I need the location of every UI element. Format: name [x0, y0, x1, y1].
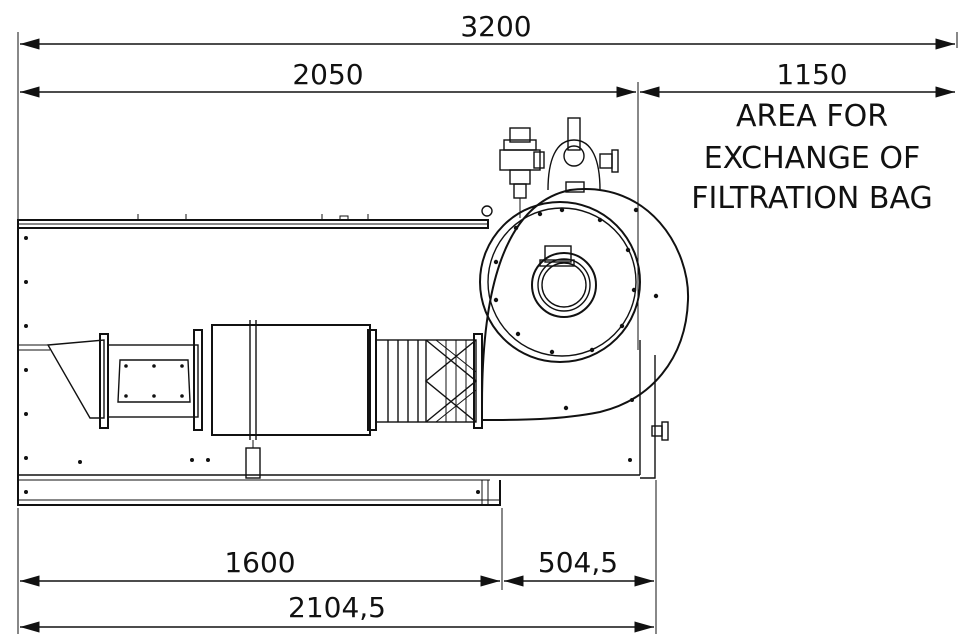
unit-housing	[17, 214, 656, 506]
note-line-2: EXCHANGE OF	[704, 141, 920, 176]
fan-volute	[479, 188, 690, 421]
filtration-bag-note: AREA FOR EXCHANGE OF FILTRATION BAG	[691, 99, 932, 216]
dimension-bottom-right: 504,5	[504, 480, 657, 634]
side-knob	[651, 421, 669, 441]
motor-mount	[547, 117, 619, 193]
flexible-connector	[375, 333, 483, 429]
note-line-1: AREA FOR	[736, 99, 888, 134]
note-line-3: FILTRATION BAG	[691, 181, 932, 216]
dimension-label-504-5: 504,5	[538, 546, 618, 579]
dimension-top-total: 3200	[17, 10, 958, 222]
dimension-label-3200: 3200	[460, 10, 531, 43]
filter-body	[211, 320, 377, 479]
pressure-valve	[481, 127, 545, 218]
dimension-bottom-total: 2104,5	[19, 591, 654, 633]
dimension-label-2050: 2050	[292, 58, 363, 91]
dimension-top-right: 1150	[640, 58, 955, 98]
dimension-top-left: 2050	[19, 58, 639, 350]
inlet-assembly	[46, 329, 203, 431]
dimension-label-1600: 1600	[224, 546, 295, 579]
dimension-bottom-left: 1600	[17, 508, 503, 634]
dimension-label-2104-5: 2104,5	[288, 591, 386, 624]
dimension-label-1150: 1150	[776, 58, 847, 91]
